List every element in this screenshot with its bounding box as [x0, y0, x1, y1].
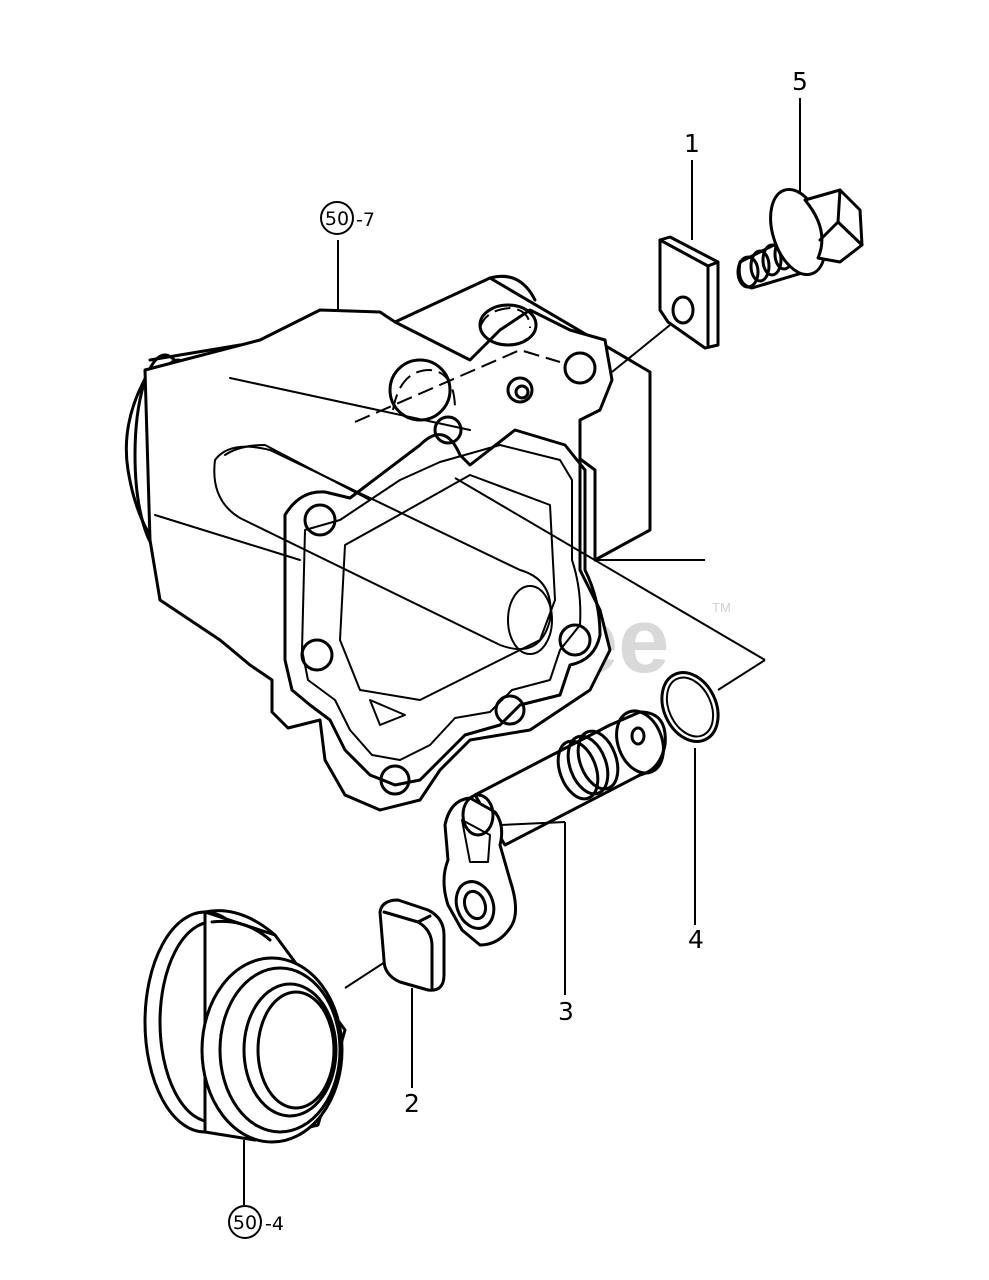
callout-4: 4 [688, 925, 704, 954]
housing-body [124, 274, 652, 812]
part-2-key [378, 898, 446, 992]
reference-50-4-number: 50 [233, 1212, 257, 1234]
part-5-bolt [736, 187, 864, 290]
callout-5: 5 [792, 67, 808, 96]
leader-lines [243, 98, 801, 1205]
reference-50-4: 50 -4 [228, 1205, 284, 1239]
callout-2: 2 [404, 1089, 420, 1118]
reference-50-7: 50 -7 [320, 201, 375, 235]
part-1-plate [658, 235, 720, 350]
watermark-trademark: TM [712, 600, 731, 615]
callout-3: 3 [558, 997, 574, 1026]
reference-50-7-suffix: -7 [356, 209, 375, 231]
part-4-o-ring [660, 671, 720, 743]
seal-50-4 [143, 909, 347, 1144]
part-3-shaft [442, 709, 667, 947]
reference-50-4-suffix: -4 [265, 1213, 284, 1235]
reference-50-7-number: 50 [325, 208, 349, 230]
callout-1: 1 [684, 129, 700, 158]
